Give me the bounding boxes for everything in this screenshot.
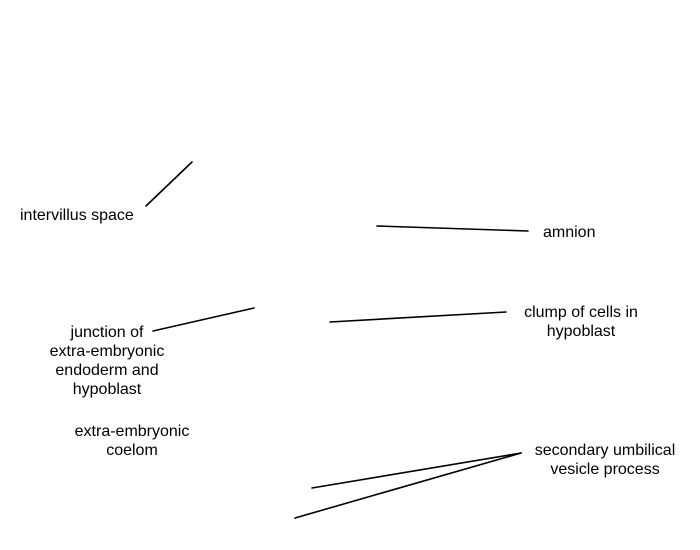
label-intervillus-space: intervillus space xyxy=(20,207,134,224)
leader-line-secondary-umbilical-vesicle-lower xyxy=(294,452,522,519)
leader-line-secondary-umbilical-vesicle-upper xyxy=(311,452,522,489)
leader-line-junction xyxy=(152,307,255,332)
leader-line-intervillus-space xyxy=(145,161,193,207)
label-extra-embryonic-coelom: extra-embryonic coelom xyxy=(74,423,190,459)
label-junction-of-extra-embryonic-endoderm-and-hypoblast: junction of extra-embryonic endoderm and… xyxy=(49,324,165,398)
label-secondary-umbilical-vesicle-process: secondary umbilical vesicle process xyxy=(534,442,676,478)
label-clump-of-cells-in-hypoblast: clump of cells in hypoblast xyxy=(524,304,638,340)
leader-line-clump-of-cells xyxy=(329,311,507,323)
label-amnion: amnion xyxy=(543,224,596,241)
leader-line-amnion xyxy=(376,225,529,232)
